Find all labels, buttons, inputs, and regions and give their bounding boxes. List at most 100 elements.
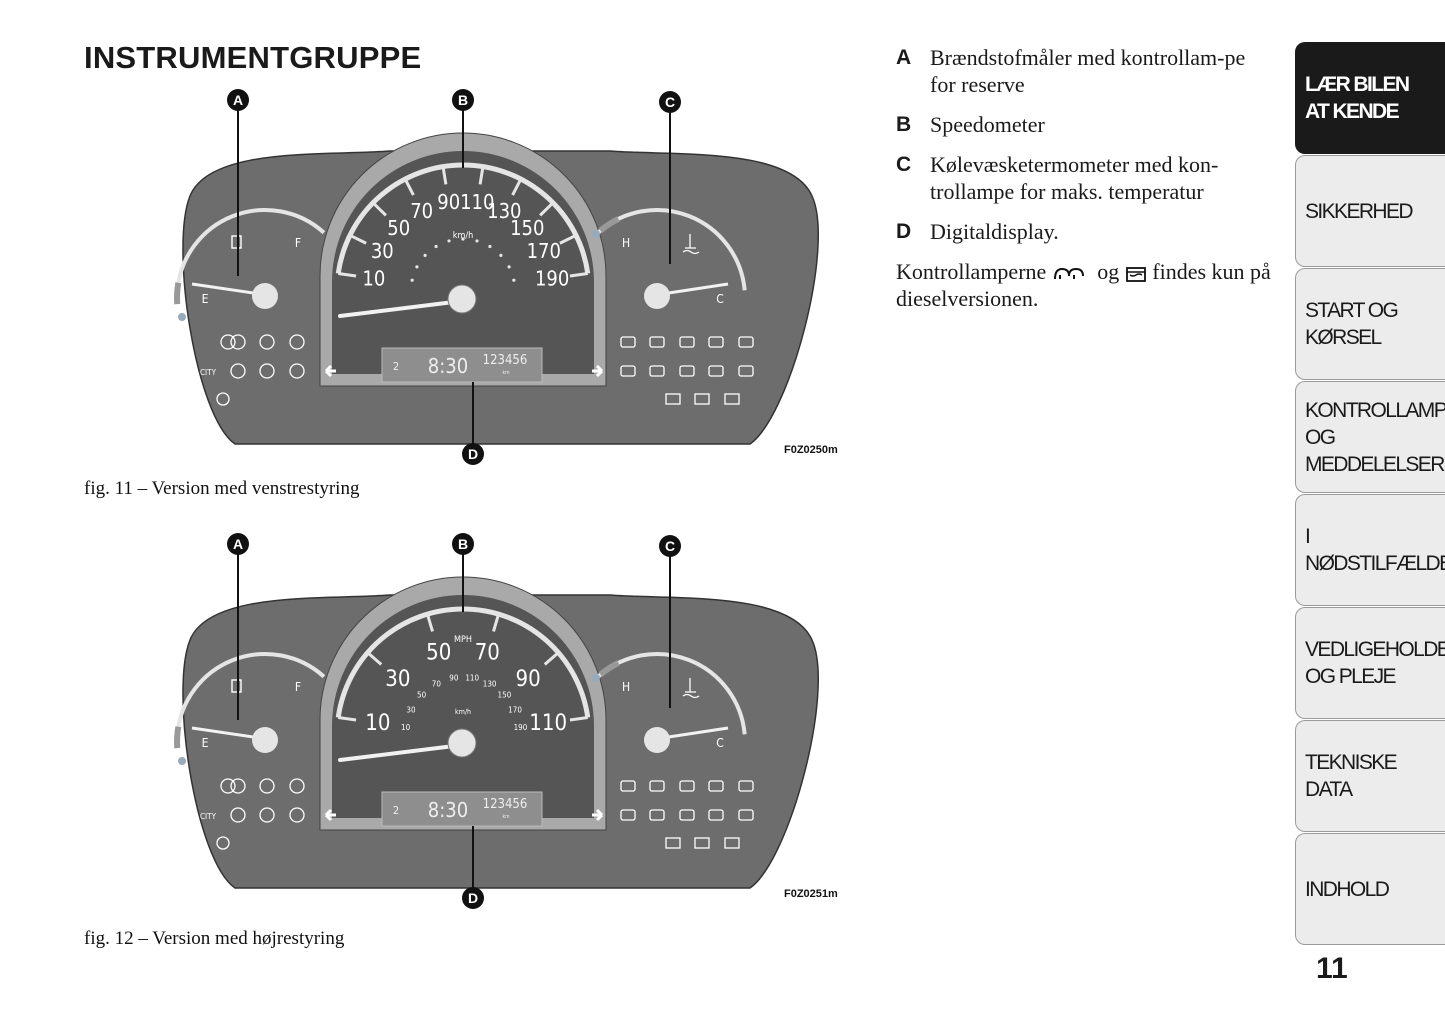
warning-lamp-icon <box>220 778 236 794</box>
fuel-empty-label: E <box>202 736 209 750</box>
speed-tick <box>492 613 501 632</box>
speed-dot <box>447 239 451 243</box>
marker-c-label: C <box>665 94 675 110</box>
legend-text: Brændstofmåler med kontrollam-pe for res… <box>930 45 1246 97</box>
speed-label: 130 <box>487 199 521 223</box>
speed-label: 170 <box>527 239 561 263</box>
tab-nodstilfaelde[interactable]: I NØDSTILFÆLDE <box>1295 494 1445 606</box>
speed-tick <box>338 271 357 278</box>
fuel-full-label: F <box>295 236 301 250</box>
speed-label: 190 <box>535 266 569 290</box>
tab-kontrollamper[interactable]: KONTROLLAMPER OG MEDDELELSER <box>1295 381 1445 493</box>
secondary-speed-label: 110 <box>465 674 479 683</box>
speed-tick <box>569 271 588 278</box>
speed-unit-label: km/h <box>453 231 473 241</box>
warning-lamp-icon <box>170 807 186 823</box>
speed-dot <box>499 253 503 258</box>
note-text-end: findes kun på dieselversionen. <box>896 259 1271 311</box>
right-turn-indicator-icon <box>592 364 604 378</box>
speed-tick <box>338 715 357 722</box>
gear-indicator: 2 <box>393 804 399 817</box>
warning-lamp-icon <box>620 780 636 792</box>
speed-tick <box>511 178 523 196</box>
needle-hub <box>447 728 477 758</box>
warning-lamp-icon <box>170 363 186 379</box>
speed-label: 110 <box>460 190 494 214</box>
warning-lamp-icon <box>679 365 695 377</box>
tab-laer-bilen-at-kende[interactable]: LÆR BILEN AT KENDE <box>1295 42 1445 154</box>
odometer-unit: km <box>503 370 510 376</box>
warning-lamp-icon <box>724 393 740 405</box>
fuel-needle <box>191 282 261 296</box>
glow-plug-icon <box>1053 267 1084 279</box>
warning-lamp-icon <box>708 809 724 821</box>
warning-lamp-icon <box>230 807 246 823</box>
warning-lamp-icon <box>620 336 636 348</box>
speed-tick <box>559 233 577 245</box>
speed-label: 70 <box>475 640 500 665</box>
marker-a-label: A <box>233 536 243 552</box>
page-number: 11 <box>1316 952 1348 985</box>
fuel-arc <box>175 208 326 291</box>
speed-dot <box>488 244 492 249</box>
warning-lamp-icon <box>649 809 665 821</box>
marker-d <box>462 443 484 465</box>
legend-item: B Speedometer <box>896 111 1276 138</box>
speed-tick <box>349 233 367 245</box>
tab-tekniske-data[interactable]: TEKNISKE DATA <box>1295 720 1445 832</box>
speed-label: 90 <box>516 667 541 692</box>
tab-start-og-korsel[interactable]: START OG KØRSEL <box>1295 268 1445 380</box>
fuel-hub <box>252 727 278 753</box>
speed-label: 10 <box>362 266 385 290</box>
figure-caption: fig. 11 – Version med venstrestyring <box>84 478 360 499</box>
warning-lamp-icon <box>694 393 710 405</box>
warning-lamp-icon <box>679 336 695 348</box>
secondary-speed-label: 10 <box>401 723 411 732</box>
warning-lamp-icon <box>708 336 724 348</box>
secondary-speed-label: 170 <box>508 705 522 714</box>
warning-lamp-icon <box>620 365 636 377</box>
figure-code: F0Z0251m <box>784 888 838 900</box>
warning-lamp-icon <box>738 336 754 348</box>
secondary-speed-label: 90 <box>449 674 459 683</box>
temp-cold-label: C <box>716 736 724 750</box>
warning-lamp-icon <box>259 363 275 379</box>
speed-dot <box>434 244 438 249</box>
legend-letter: A <box>896 46 912 69</box>
warning-lamp-icon <box>649 365 665 377</box>
tab-vedligeholdelse[interactable]: VEDLIGEHOLDELSE OG PLEJE <box>1295 607 1445 719</box>
right-turn-indicator-icon <box>592 808 604 822</box>
warning-lamp-icon <box>289 363 305 379</box>
warning-lamp-icon <box>738 780 754 792</box>
secondary-speed-label: 150 <box>498 690 512 699</box>
warning-lamp-icon <box>738 365 754 377</box>
speed-tick <box>403 178 415 196</box>
warning-lamp-icon <box>708 365 724 377</box>
warning-lamp-icon <box>230 334 246 350</box>
tab-sikkerhed[interactable]: SIKKERHED <box>1295 155 1445 267</box>
fuel-reserve-zone <box>174 726 182 749</box>
warning-lamp-icon <box>738 809 754 821</box>
speed-tick <box>569 715 588 722</box>
warning-lamp-icon <box>216 836 230 850</box>
speed-label: 90 <box>437 190 460 214</box>
marker-c-label: C <box>665 538 675 554</box>
tab-indhold[interactable]: INDHOLD <box>1295 833 1445 945</box>
warning-lamp-icon <box>620 809 636 821</box>
fuel-needle <box>191 726 261 740</box>
left-turn-indicator-icon <box>324 364 336 378</box>
legend: A Brændstofmåler med kontrollam-pe for r… <box>896 44 1276 312</box>
marker-d-label: D <box>468 446 478 462</box>
warning-lamp-icon <box>170 334 186 350</box>
speed-dot <box>507 265 511 269</box>
marker-b-label: B <box>458 92 468 108</box>
speed-label: 50 <box>387 216 410 240</box>
diesel-filter-icon <box>1125 267 1146 282</box>
gear-indicator: 2 <box>393 360 399 373</box>
marker-b <box>452 89 474 111</box>
figure-code: F0Z0250m <box>784 444 838 456</box>
needle-hub <box>447 284 477 314</box>
speed-tick <box>425 613 434 632</box>
